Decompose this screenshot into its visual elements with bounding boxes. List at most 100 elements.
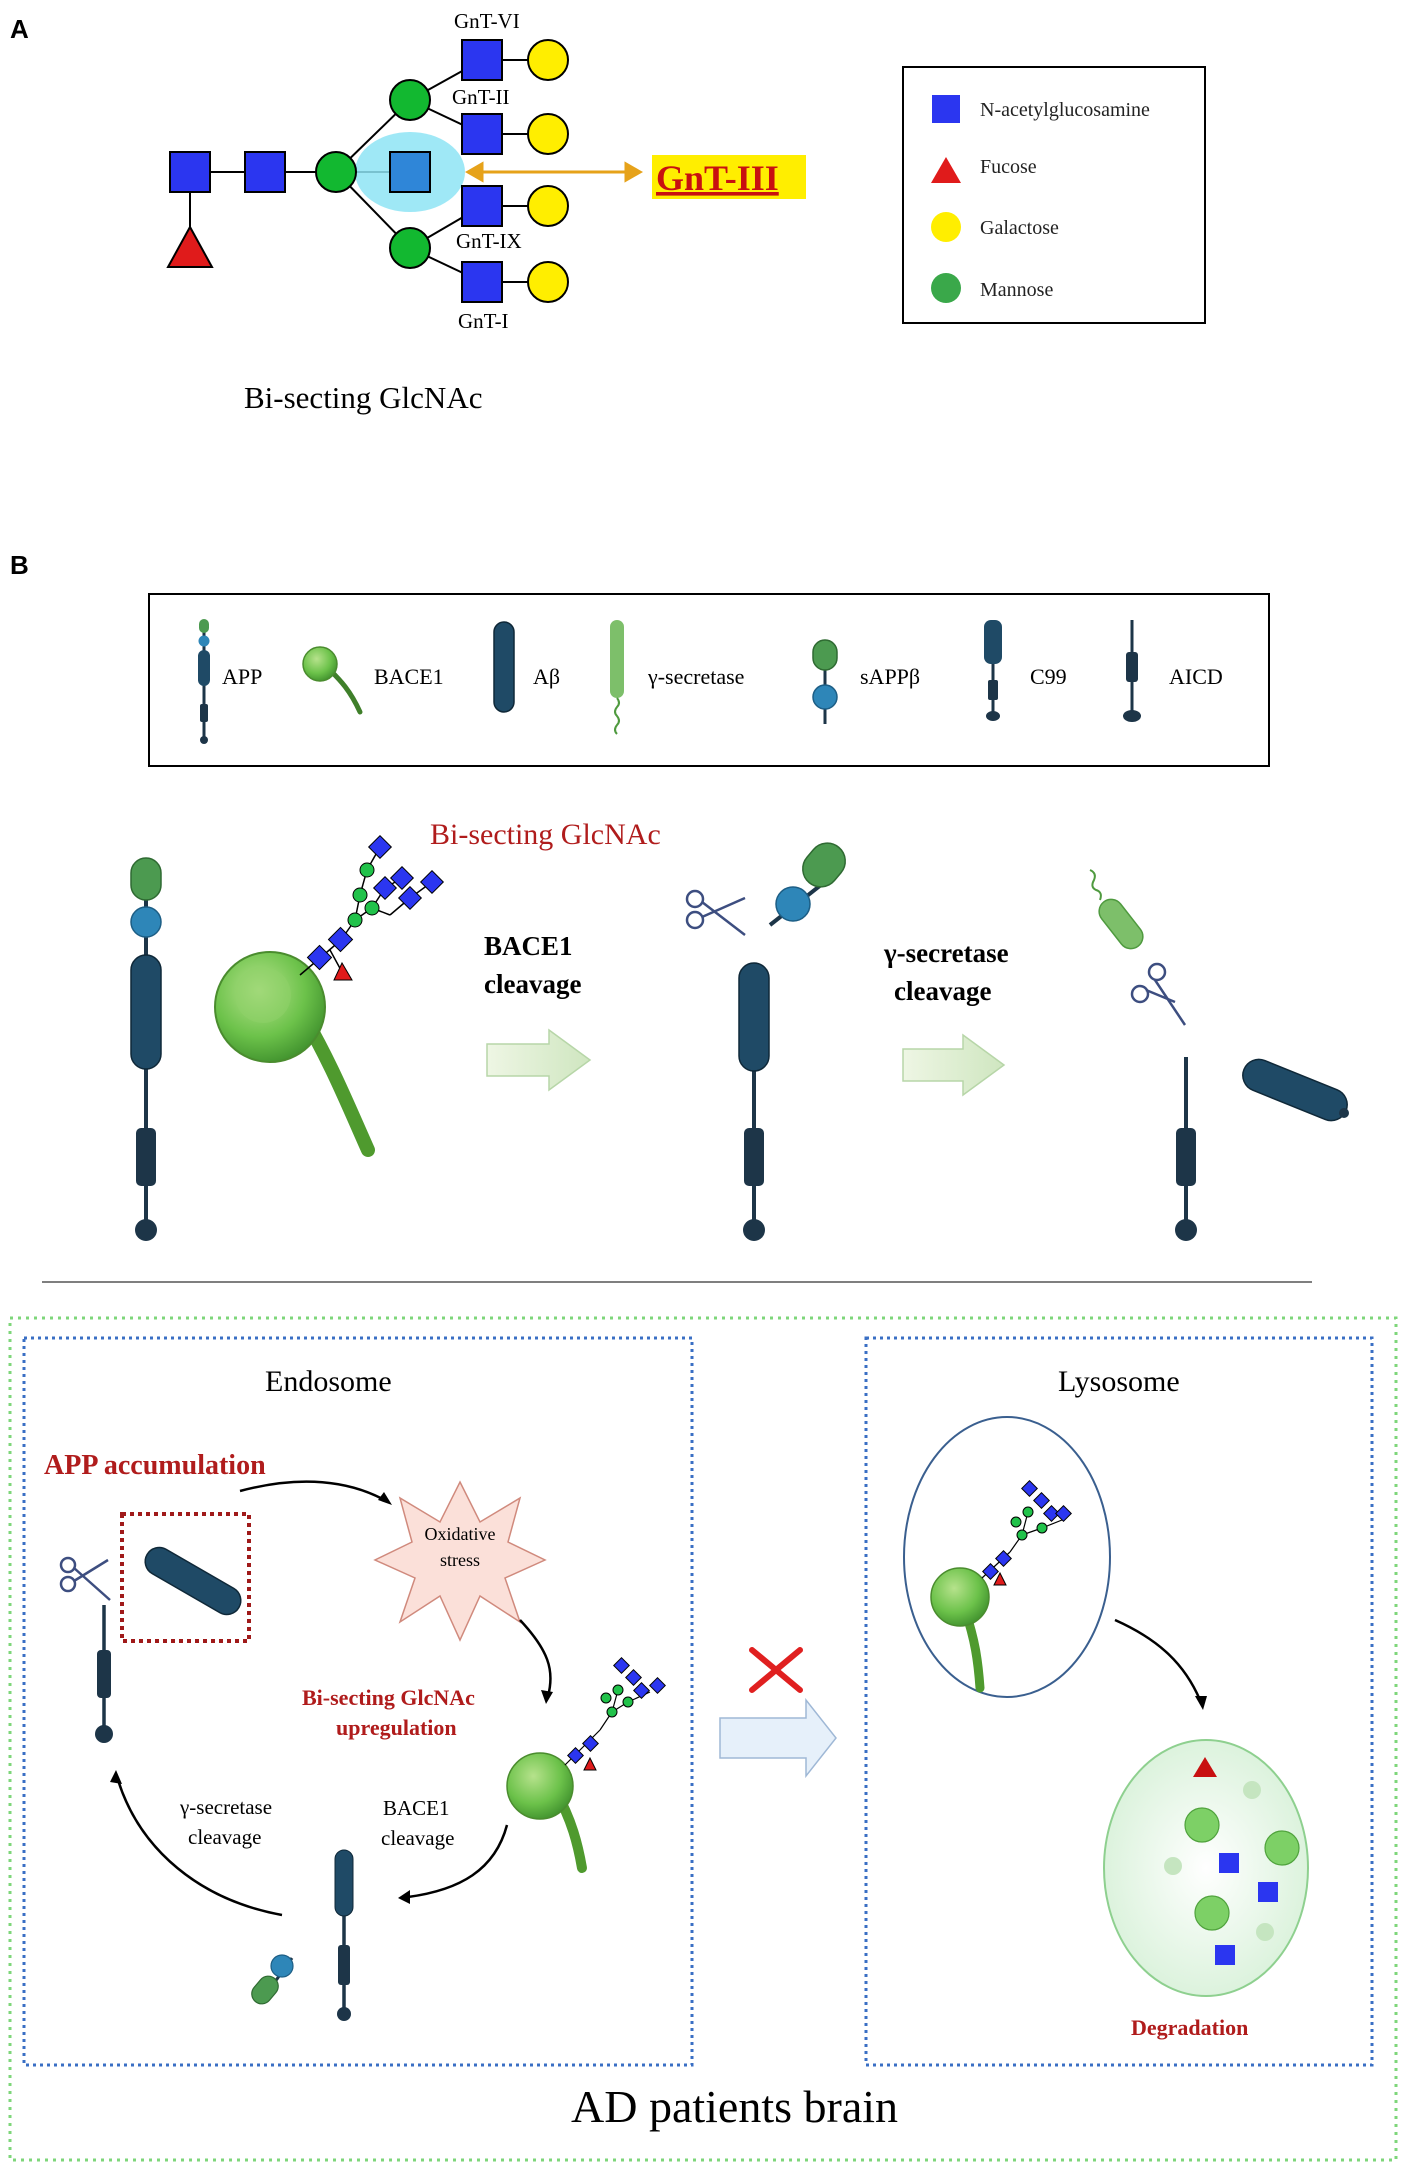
- mannose-fragment: [1194, 1895, 1230, 1931]
- legend-label-sappb: sAPPβ: [860, 664, 920, 689]
- legend-label-aicd: AICD: [1169, 664, 1223, 689]
- bace1-icon: [302, 646, 363, 715]
- oxidative-line1: Oxidative: [425, 1524, 496, 1544]
- degradation-arrow: [1114, 1618, 1202, 1701]
- fragment-dot: [1256, 1923, 1274, 1941]
- endosome-box: [22, 1336, 694, 2067]
- endo-bace1-line1: BACE1: [383, 1796, 450, 1820]
- panel-b-legend: APP BACE1 Aβ γ-secretase sAPPβ: [148, 593, 1270, 767]
- oxidative-stress-burst: [373, 1480, 547, 1642]
- panel-a-letter: A: [10, 14, 29, 44]
- aicd-icon: [1123, 620, 1141, 722]
- sappb-fragment: [768, 842, 846, 927]
- fucose-fragment: [1193, 1757, 1217, 1777]
- cycle-arrow: [239, 1480, 389, 1504]
- step1-line1: BACE1: [484, 931, 573, 961]
- fucose-residue: [166, 224, 214, 268]
- glcnac-fragment: [1258, 1882, 1278, 1902]
- glycosylated-bace1: [506, 1657, 666, 1873]
- legend-label-abeta: Aβ: [533, 664, 560, 689]
- gnt-vi-label: GnT-VI: [454, 9, 520, 33]
- sappb-icon: [812, 639, 838, 724]
- panel-a: A: [10, 9, 1206, 415]
- abeta-accumulated: [144, 1546, 242, 1616]
- galactose-residue: [527, 39, 569, 81]
- cycle-arrow: [519, 1619, 552, 1697]
- blocked-x-icon: [749, 1647, 803, 1693]
- lysosome-box: [864, 1336, 1374, 2067]
- glycan-residues: [166, 39, 569, 303]
- mannose-fragment: [1264, 1830, 1300, 1866]
- galactose-residue: [527, 185, 569, 227]
- upregulation-line1: Bi-secting GlcNAc: [302, 1685, 475, 1710]
- lysosome-panel: Lysosome: [864, 1336, 1374, 2067]
- fucose-legend-icon: [931, 157, 961, 183]
- mannose-residue: [315, 151, 357, 193]
- legend-label-glcnac: N-acetylglucosamine: [980, 99, 1150, 121]
- aicd-molecule: [95, 1605, 113, 1743]
- glcnac-residue: [461, 185, 503, 227]
- bisecting-label: Bi-secting GlcNAc: [430, 818, 661, 851]
- legend-label-c99: C99: [1030, 664, 1067, 689]
- lysosome-title: Lysosome: [1058, 1365, 1180, 1398]
- glcnac-fragment: [1215, 1945, 1235, 1965]
- gamma-secretase-molecule: [1089, 869, 1144, 950]
- cycle-arrow: [407, 1824, 509, 1899]
- aicd-molecule: [1175, 1057, 1197, 1241]
- glcnac-residue: [461, 113, 503, 155]
- panel-b: B APP BACE1 Aβ: [8, 550, 1398, 2162]
- mannose-residue: [389, 227, 431, 269]
- fragment-dot: [1243, 1781, 1261, 1799]
- glcnac-residue: [244, 151, 286, 193]
- step1-line2: cleavage: [484, 969, 581, 999]
- scissors-icon: [685, 889, 746, 936]
- legend-label-mannose: Mannose: [980, 279, 1053, 301]
- legend-label-galactose: Galactose: [980, 217, 1059, 239]
- glcnac-residue: [169, 151, 211, 193]
- legend-label-gamma-secretase: γ-secretase: [647, 664, 744, 689]
- abeta-icon: [493, 621, 515, 713]
- galactose-residue: [527, 113, 569, 155]
- sappb-fragment: [251, 1954, 294, 2005]
- upregulation-line2: upregulation: [336, 1715, 457, 1740]
- blocked-arrow: [719, 1697, 837, 1779]
- scissors-icon: [1130, 962, 1187, 1026]
- endo-gamma-line2: cleavage: [188, 1825, 261, 1849]
- ad-brain-label: AD patients brain: [571, 2081, 898, 2132]
- fragment-dot: [1164, 1857, 1182, 1875]
- app-accumulation-label: APP accumulation: [44, 1450, 266, 1481]
- c99-molecule: [738, 962, 770, 1241]
- glycosylated-bace1: [930, 1480, 1072, 1693]
- bisecting-glcnac-residue: [389, 151, 431, 193]
- legend-label-app: APP: [222, 664, 262, 689]
- mannose-legend-icon: [931, 273, 961, 303]
- endosome-panel: Endosome APP accumulation Oxida: [22, 1336, 694, 2067]
- app-icon: [198, 619, 210, 744]
- galactose-legend-icon: [931, 212, 961, 242]
- glcnac-legend-icon: [932, 95, 960, 123]
- step2-arrow: [902, 1033, 1006, 1097]
- glcnac-residue: [461, 261, 503, 303]
- mannose-fragment: [1184, 1807, 1220, 1843]
- galactose-residue: [527, 261, 569, 303]
- gnt-ix-label: GnT-IX: [456, 229, 522, 253]
- gnt-iii-highlight: [652, 155, 806, 199]
- endo-bace1-line2: cleavage: [381, 1826, 454, 1850]
- gnt-iii-label: GnT-III: [656, 158, 779, 198]
- step1-arrow: [486, 1028, 592, 1092]
- gamma-secretase-icon: [610, 620, 624, 735]
- cycle-arrow: [116, 1779, 283, 1917]
- degradation-vesicle: [1103, 1739, 1309, 1997]
- glycosylated-bace1: [214, 834, 445, 1157]
- gnt-i-label: GnT-I: [458, 309, 509, 333]
- abeta-fragment: [1242, 1058, 1349, 1122]
- gnt-ii-label: GnT-II: [452, 85, 510, 109]
- step2-line2: cleavage: [894, 976, 991, 1006]
- c99-molecule: [334, 1849, 354, 2021]
- ad-brain-box: [8, 1316, 1398, 2162]
- glcnac-residue: [461, 39, 503, 81]
- panel-a-legend: N-acetylglucosamine Fucose Galactose Man…: [902, 66, 1206, 324]
- panel-a-caption: Bi-secting GlcNAc: [244, 380, 482, 415]
- app-molecule: [130, 857, 162, 1241]
